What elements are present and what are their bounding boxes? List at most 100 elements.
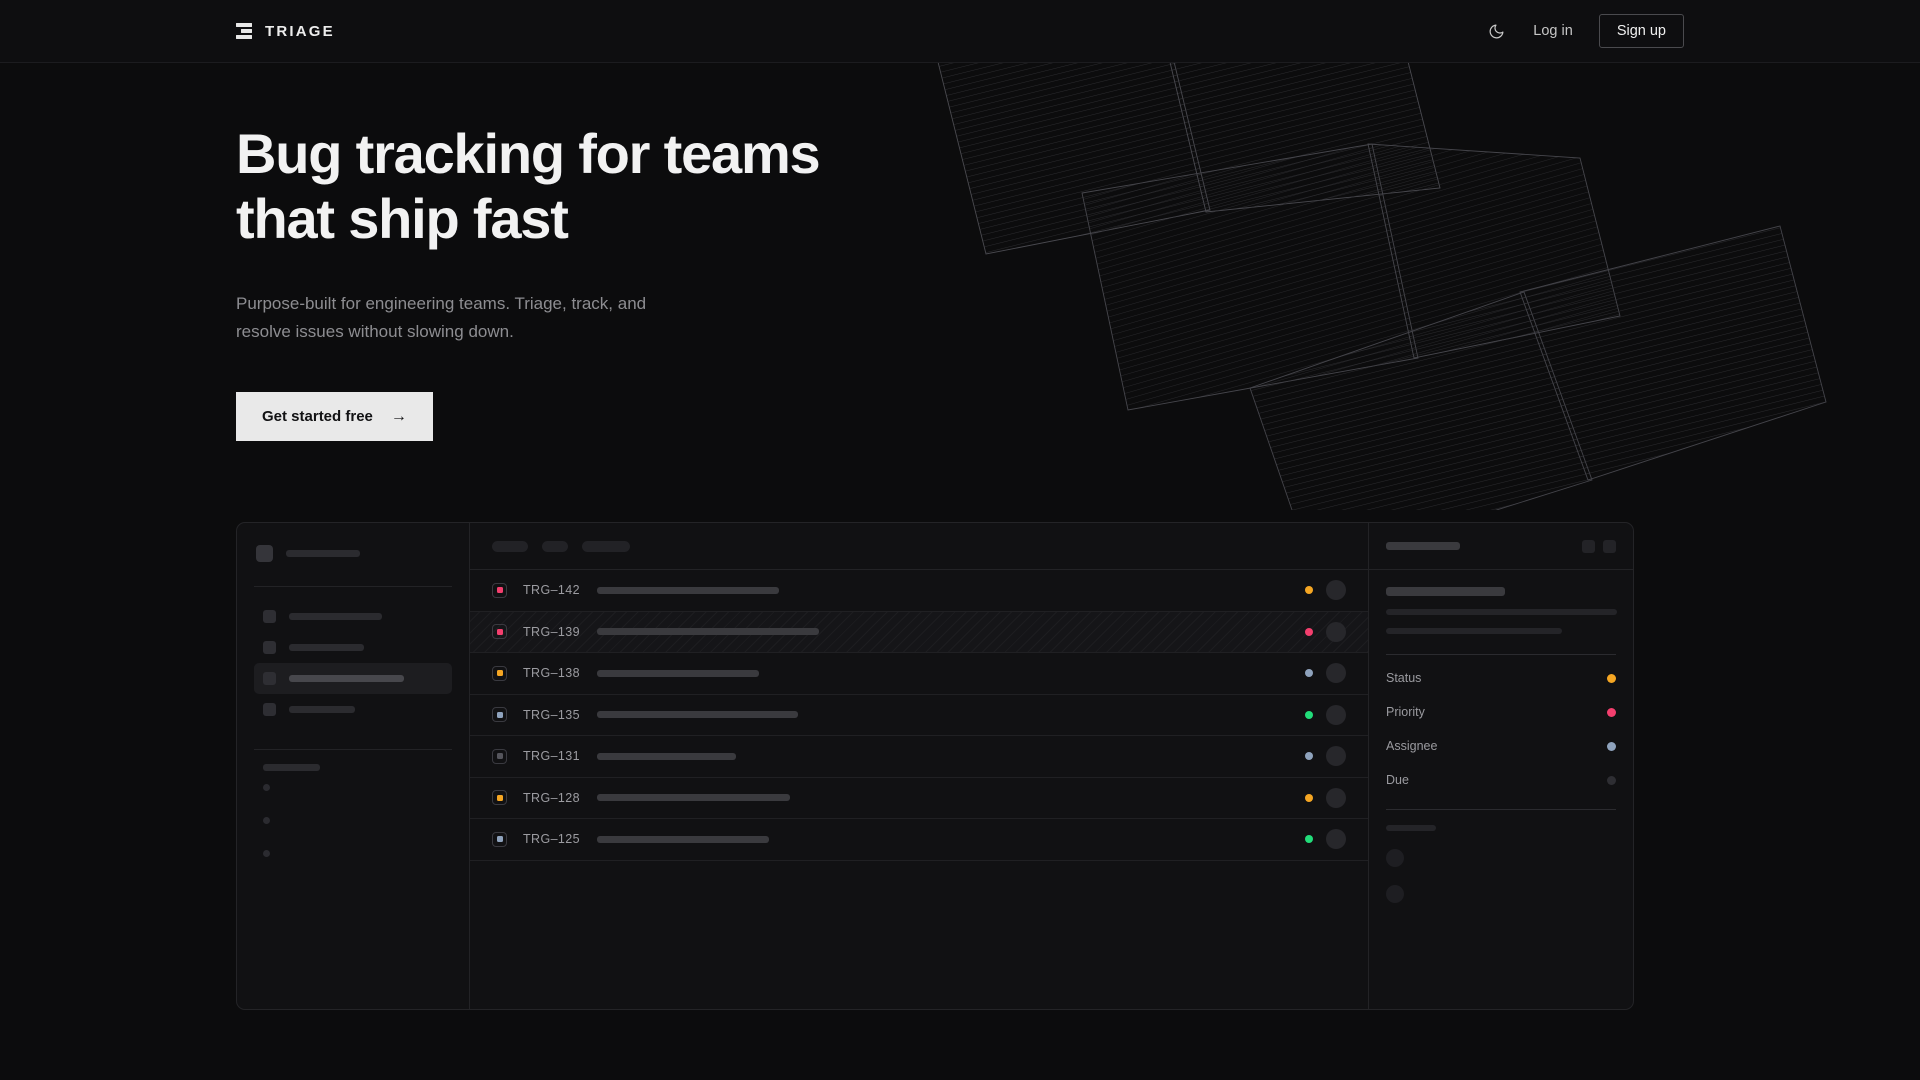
sidebar-item-label-skeleton bbox=[289, 644, 364, 651]
list-item bbox=[1386, 831, 1616, 867]
headline-line-1: Bug tracking for teams bbox=[236, 122, 821, 185]
nav-actions: Log in Sign up bbox=[1485, 14, 1684, 48]
field-label: Priority bbox=[1386, 705, 1425, 719]
detail-body-line bbox=[1386, 628, 1562, 634]
sidebar-divider-top bbox=[254, 586, 452, 587]
table-row[interactable]: TRG–139 bbox=[470, 611, 1368, 653]
sidebar-item-2[interactable] bbox=[254, 632, 452, 663]
table-row[interactable]: TRG–131 bbox=[470, 736, 1368, 778]
moon-icon[interactable] bbox=[1485, 20, 1507, 42]
avatar bbox=[1326, 621, 1346, 642]
brand-name: TRIAGE bbox=[265, 22, 335, 40]
detail-body-line bbox=[1386, 609, 1617, 615]
detail-action-1[interactable] bbox=[1582, 539, 1595, 553]
comment-list bbox=[1386, 831, 1616, 903]
sidebar-sub-item-3[interactable] bbox=[254, 837, 452, 870]
sidebar-nav-list bbox=[254, 587, 452, 725]
avatar bbox=[1326, 829, 1346, 850]
login-link[interactable]: Log in bbox=[1533, 23, 1573, 39]
comments-label-skeleton bbox=[1386, 825, 1436, 831]
issue-id: TRG–135 bbox=[523, 707, 580, 722]
status-badge bbox=[1305, 752, 1313, 761]
avatar bbox=[1326, 580, 1346, 601]
sidebar-divider-bottom bbox=[254, 749, 452, 750]
priority-badge-icon bbox=[492, 707, 507, 723]
list-item bbox=[1386, 867, 1616, 903]
get-started-button[interactable]: Get started free → bbox=[236, 392, 433, 441]
detail-field-due[interactable]: Due bbox=[1386, 763, 1616, 797]
priority-badge-icon bbox=[492, 665, 507, 681]
issue-id: TRG–142 bbox=[523, 583, 580, 598]
sidebar-item-4[interactable] bbox=[254, 694, 452, 725]
priority-badge-icon bbox=[492, 582, 507, 598]
subhead-line-2: resolve issues without slowing down. bbox=[236, 321, 514, 341]
sidebar-section-label bbox=[254, 750, 452, 771]
status-badge bbox=[1305, 793, 1313, 802]
sidebar-sub-item-1[interactable] bbox=[254, 771, 452, 804]
table-row[interactable]: TRG–125 bbox=[470, 819, 1368, 861]
brand[interactable]: TRIAGE bbox=[236, 23, 335, 40]
issue-id: TRG–131 bbox=[523, 749, 580, 764]
filter-chip-3[interactable] bbox=[582, 540, 630, 552]
subhead-line-1: Purpose-built for engineering teams. Tri… bbox=[236, 293, 647, 313]
table-row[interactable]: TRG–128 bbox=[470, 778, 1368, 819]
detail-panel-header bbox=[1369, 523, 1633, 570]
detail-action-2[interactable] bbox=[1603, 539, 1616, 553]
detail-title-skeleton bbox=[1386, 587, 1505, 596]
sidebar-item-label-skeleton bbox=[289, 613, 382, 620]
sidebar-item-icon bbox=[263, 610, 276, 623]
status-badge bbox=[1305, 627, 1313, 636]
detail-header-actions bbox=[1582, 539, 1616, 553]
sidebar-item-label-skeleton bbox=[289, 675, 404, 682]
sidebar-item-label-skeleton bbox=[289, 706, 355, 713]
sidebar-item-icon bbox=[263, 672, 276, 685]
top-navbar: TRIAGE Log in Sign up bbox=[0, 0, 1920, 63]
headline-line-2: that ship fast bbox=[236, 186, 569, 250]
sidebar-sub-item-2[interactable] bbox=[254, 804, 452, 837]
hero-section: Bug tracking for teams that ship fast Pu… bbox=[236, 122, 821, 441]
bullet-icon bbox=[263, 817, 270, 824]
mockup-sidebar bbox=[237, 523, 470, 1009]
decorative-background-panels bbox=[920, 40, 1920, 510]
priority-badge-icon bbox=[492, 831, 507, 847]
issue-id: TRG–128 bbox=[523, 790, 580, 805]
issue-id: TRG–138 bbox=[523, 666, 580, 681]
issue-id: TRG–139 bbox=[523, 624, 580, 639]
detail-field-assignee[interactable]: Assignee bbox=[1386, 729, 1616, 763]
issue-title-skeleton bbox=[597, 628, 819, 636]
sidebar-item-1[interactable] bbox=[254, 601, 452, 632]
issue-title-skeleton bbox=[597, 835, 769, 843]
signup-button[interactable]: Sign up bbox=[1598, 14, 1684, 48]
workspace-name-skeleton bbox=[286, 550, 360, 557]
issue-title-skeleton bbox=[597, 669, 759, 677]
status-badge bbox=[1305, 835, 1313, 844]
issue-list-toolbar bbox=[470, 523, 1368, 570]
sidebar-item-icon bbox=[263, 641, 276, 654]
detail-comments-section bbox=[1386, 810, 1616, 903]
priority-badge-icon bbox=[492, 624, 507, 640]
field-value-dot bbox=[1607, 673, 1616, 683]
workspace-avatar bbox=[256, 545, 273, 562]
triage-bars-icon bbox=[236, 23, 252, 39]
filter-chip-1[interactable] bbox=[492, 540, 528, 552]
sidebar-item-3[interactable] bbox=[254, 663, 452, 694]
sidebar-item-icon bbox=[263, 703, 276, 716]
field-label: Due bbox=[1386, 773, 1409, 787]
detail-divider-2 bbox=[1386, 809, 1616, 810]
workspace-switcher[interactable] bbox=[254, 545, 452, 562]
issue-title-skeleton bbox=[597, 752, 736, 760]
table-row[interactable]: TRG–142 bbox=[470, 570, 1368, 612]
detail-field-priority[interactable]: Priority bbox=[1386, 695, 1616, 729]
table-row[interactable]: TRG–138 bbox=[470, 653, 1368, 695]
detail-field-status[interactable]: Status bbox=[1386, 661, 1616, 695]
table-row[interactable]: TRG–135 bbox=[470, 695, 1368, 736]
bullet-icon bbox=[263, 850, 270, 857]
field-value-dot bbox=[1607, 741, 1616, 751]
sidebar-sub-list bbox=[254, 771, 452, 870]
filter-chip-2[interactable] bbox=[542, 540, 568, 552]
